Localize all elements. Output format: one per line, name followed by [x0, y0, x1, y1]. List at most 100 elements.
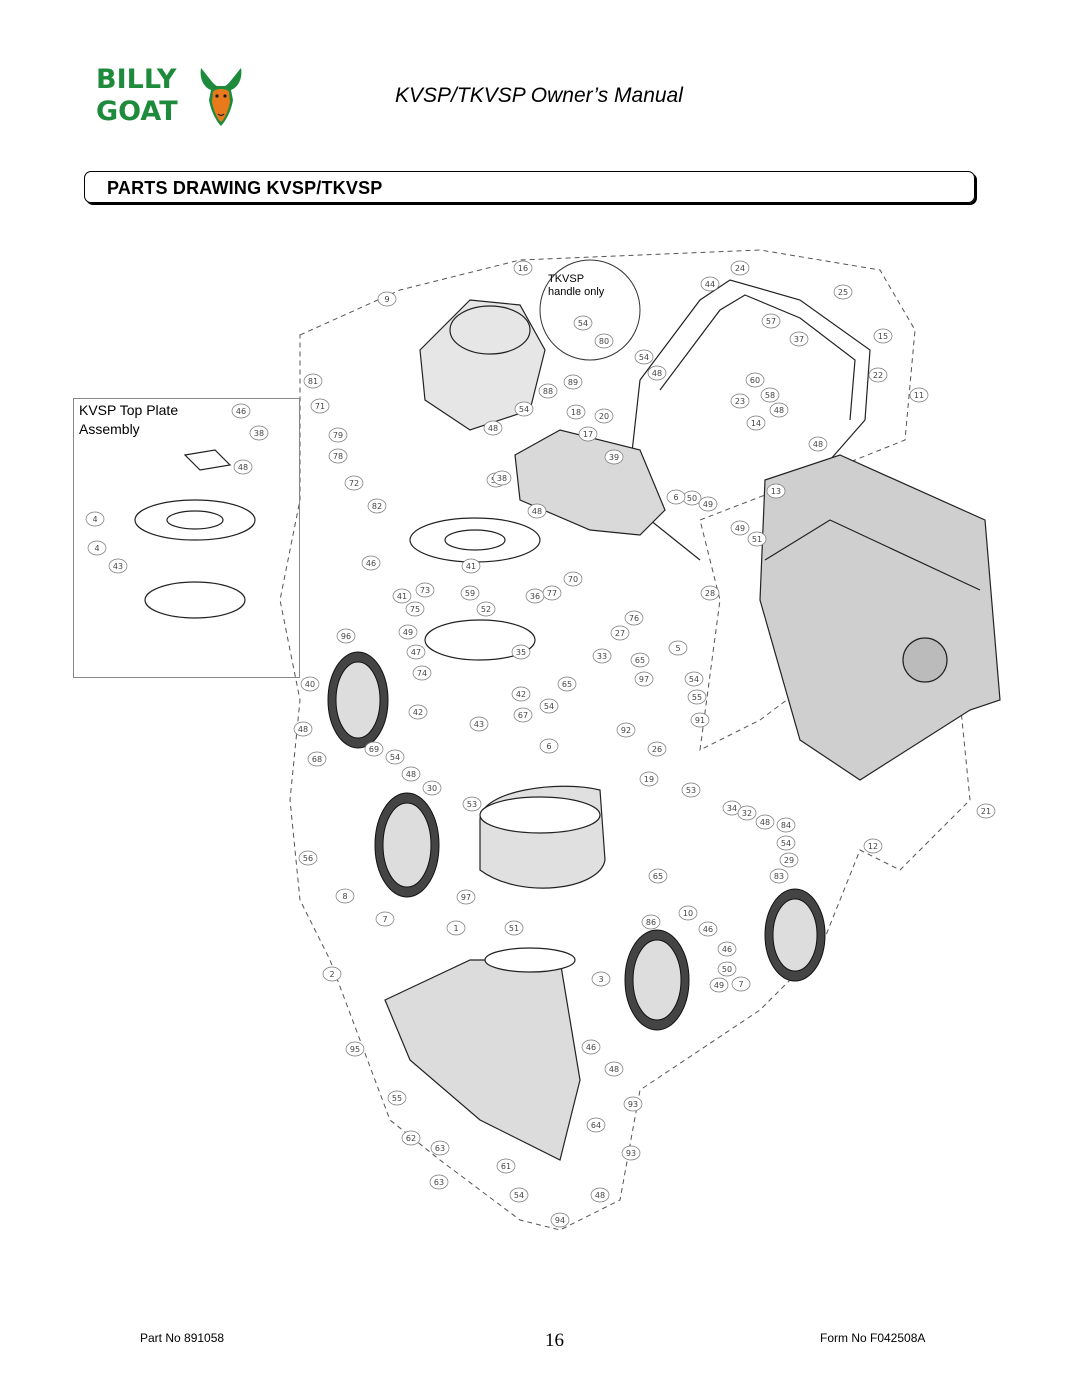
callout-label: 59 [465, 589, 475, 598]
callout-circle [863, 838, 883, 854]
callout-circle [833, 284, 853, 300]
callout-label: 54 [689, 675, 699, 684]
callout-label: 20 [599, 412, 609, 421]
callout-label: 9 [384, 295, 389, 304]
callout-circle [591, 971, 611, 987]
callout-label: 42 [413, 708, 423, 717]
callout-label: 44 [705, 280, 715, 289]
callout-label: 93 [628, 1100, 638, 1109]
callout-circle [745, 372, 765, 388]
callout-label: 43 [113, 562, 123, 571]
callout-circle [513, 707, 533, 723]
callout-circle [766, 483, 786, 499]
callout-label: 2 [329, 970, 334, 979]
callout-label: 1 [453, 924, 458, 933]
callout-label: 62 [406, 1134, 416, 1143]
callout-label: 77 [547, 589, 557, 598]
callout-label: 74 [417, 669, 427, 678]
callout-label: 50 [687, 494, 697, 503]
callout-circle [647, 741, 667, 757]
callout-label: 49 [403, 628, 413, 637]
callout-label: 75 [410, 605, 420, 614]
callout-circle [776, 835, 796, 851]
callout-circle [429, 1174, 449, 1190]
callout-label: 64 [591, 1121, 601, 1130]
callout-label: 84 [781, 821, 791, 830]
callout-circle [456, 889, 476, 905]
callout-circle [300, 676, 320, 692]
callout-label: 50 [722, 965, 732, 974]
callout-circle [408, 704, 428, 720]
callout-circle [377, 291, 397, 307]
tkvsp-handle-circle [539, 259, 641, 361]
callout-circle [307, 751, 327, 767]
callout-circle [590, 1187, 610, 1203]
callout-label: 48 [238, 463, 248, 472]
callout-circle [731, 976, 751, 992]
callout-circle [336, 628, 356, 644]
callout-circle [639, 771, 659, 787]
callout-label: 7 [738, 980, 743, 989]
callout-circle [345, 1041, 365, 1057]
callout-circle [328, 427, 348, 443]
callout-label: 65 [635, 656, 645, 665]
callout-circle [594, 333, 614, 349]
callout-label: 15 [878, 332, 888, 341]
callout-circle [398, 624, 418, 640]
manual-title: KVSP/TKVSP Owner’s Manual [395, 84, 683, 107]
callout-label: 71 [315, 402, 325, 411]
callout-circle [322, 966, 342, 982]
callout-label: 54 [390, 753, 400, 762]
engine-part [419, 299, 546, 431]
callout-circle [412, 665, 432, 681]
nozzle-part [384, 947, 581, 1161]
callout-label: 5 [675, 644, 680, 653]
callout-label: 46 [586, 1043, 596, 1052]
inset-caption: KVSP Top Plate Assembly [79, 401, 178, 439]
callout-label: 54 [639, 353, 649, 362]
callout-label: 48 [652, 369, 662, 378]
callout-circle [594, 408, 614, 424]
callout-circle [586, 1117, 606, 1133]
callout-circle [573, 315, 593, 331]
callout-label: 48 [298, 725, 308, 734]
callout-label: 56 [303, 854, 313, 863]
callout-circle [698, 496, 718, 512]
callout-circle [709, 977, 729, 993]
callout-label: 28 [705, 589, 715, 598]
callout-label: 54 [781, 839, 791, 848]
callout-label: 55 [692, 693, 702, 702]
callout-circle [873, 328, 893, 344]
callout-label: 69 [369, 745, 379, 754]
callout-circle [610, 625, 630, 641]
callout-label: 25 [838, 288, 848, 297]
callout-label: 88 [543, 387, 553, 396]
callout-circle [779, 852, 799, 868]
callout-label: 96 [341, 632, 351, 641]
callout-label: 54 [519, 405, 529, 414]
callout-circle [527, 503, 547, 519]
kvsp-top-plate-inset: KVSP Top Plate Assembly [73, 398, 300, 678]
callout-circle [789, 331, 809, 347]
callout-label: 49 [735, 524, 745, 533]
callout-label: 89 [568, 378, 578, 387]
callout-circle [557, 676, 577, 692]
callout-label: 54 [514, 1191, 524, 1200]
callout-circle [700, 585, 720, 601]
callout-circle [233, 459, 253, 475]
callout-label: 76 [629, 614, 639, 623]
callout-label: 86 [646, 918, 656, 927]
callout-label: 81 [308, 377, 318, 386]
callout-label: 8 [342, 892, 347, 901]
callout-label: 82 [372, 502, 382, 511]
callout-circle [461, 558, 481, 574]
callout-label: 65 [562, 680, 572, 689]
callout-label: 12 [868, 842, 878, 851]
callout-label: 48 [813, 440, 823, 449]
callout-label: 46 [236, 407, 246, 416]
callout-circle [641, 914, 661, 930]
callout-circle [460, 585, 480, 601]
callout-circle [539, 738, 559, 754]
callout-label: 11 [914, 391, 924, 400]
callout-label: 49 [714, 981, 724, 990]
